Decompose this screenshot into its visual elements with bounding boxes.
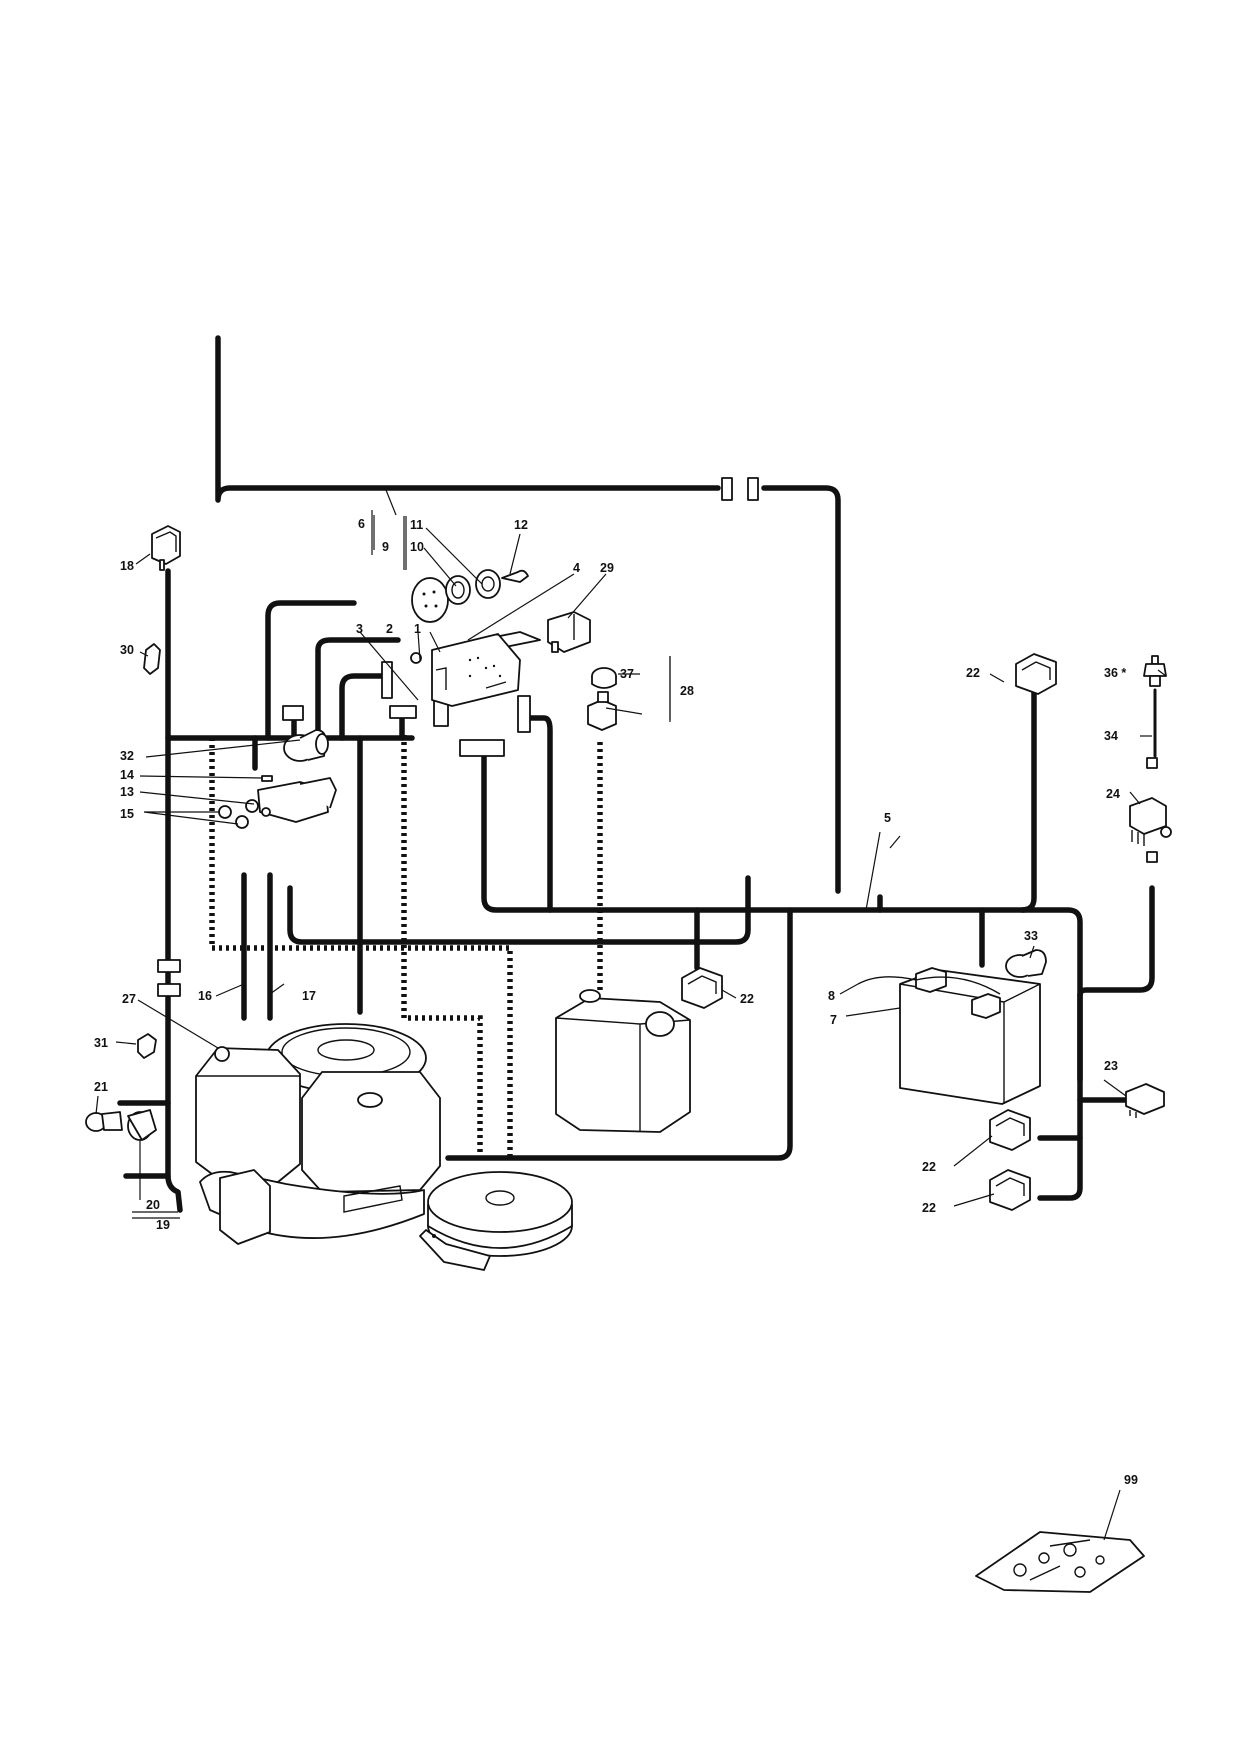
callout-22d: 22 bbox=[922, 1201, 936, 1215]
plug-cap-32 bbox=[283, 729, 329, 762]
callout-29: 29 bbox=[600, 561, 614, 575]
engine bbox=[195, 1023, 441, 1245]
clip-31 bbox=[137, 1033, 157, 1059]
nuts-15 bbox=[218, 805, 249, 829]
callout-24: 24 bbox=[1106, 787, 1120, 801]
switch-22-lower-2 bbox=[989, 1169, 1031, 1211]
wire-harness bbox=[117, 335, 1155, 1213]
nut-27 bbox=[214, 1046, 230, 1062]
leader-lines bbox=[95, 489, 1167, 1541]
lamp-21 bbox=[85, 1109, 157, 1141]
callout-labels: 1 2 3 4 5 6 7 8 9 10 11 12 13 14 15 16 1… bbox=[94, 517, 1138, 1487]
callout-2: 2 bbox=[386, 622, 393, 636]
callout-18: 18 bbox=[120, 559, 134, 573]
callout-1: 1 bbox=[414, 622, 421, 636]
callout-10: 10 bbox=[410, 540, 424, 554]
plug-cap-33 bbox=[1005, 949, 1047, 978]
callout-12: 12 bbox=[514, 518, 528, 532]
callout-28: 28 bbox=[680, 684, 694, 698]
callout-6: 6 bbox=[358, 517, 365, 531]
callout-99: 99 bbox=[1124, 1473, 1138, 1487]
fuel-tank bbox=[555, 989, 691, 1133]
callout-31: 31 bbox=[94, 1036, 108, 1050]
callout-11: 11 bbox=[410, 518, 423, 532]
callout-3: 3 bbox=[356, 622, 363, 636]
callout-33: 33 bbox=[1024, 929, 1038, 943]
callout-19: 19 bbox=[156, 1218, 170, 1232]
callout-21: 21 bbox=[94, 1080, 108, 1094]
callout-4: 4 bbox=[573, 561, 580, 575]
callout-brackets bbox=[132, 515, 671, 1219]
callout-17: 17 bbox=[302, 989, 316, 1003]
callout-9: 9 bbox=[382, 540, 389, 554]
push-switch-28 bbox=[587, 667, 617, 731]
module-23 bbox=[1125, 1083, 1165, 1118]
relay-29 bbox=[547, 611, 591, 653]
switch-22-mid bbox=[681, 967, 723, 1009]
callout-22a: 22 bbox=[966, 666, 980, 680]
solenoid-13 bbox=[245, 775, 337, 823]
rectifier-24 bbox=[1129, 797, 1172, 846]
switch-22-lower-1 bbox=[989, 1109, 1031, 1151]
switch-22-top bbox=[1015, 653, 1057, 695]
callout-20: 20 bbox=[146, 1198, 160, 1212]
dashed-wires bbox=[209, 735, 603, 1160]
callout-37: 37 bbox=[620, 667, 634, 681]
callout-22b: 22 bbox=[740, 992, 754, 1006]
rocker-switch-18 bbox=[151, 525, 181, 571]
callout-8: 8 bbox=[828, 989, 835, 1003]
callout-14: 14 bbox=[120, 768, 134, 782]
callout-13: 13 bbox=[120, 785, 134, 799]
callout-27: 27 bbox=[122, 992, 136, 1006]
callout-5: 5 bbox=[884, 811, 891, 825]
circuit-board-1 bbox=[431, 631, 541, 707]
callout-22c: 22 bbox=[922, 1160, 936, 1174]
ignition-key-switch bbox=[411, 569, 529, 623]
callout-23: 23 bbox=[1104, 1059, 1118, 1073]
sensor-36 bbox=[1143, 655, 1167, 758]
screw-2 bbox=[410, 652, 422, 664]
callout-34: 34 bbox=[1104, 729, 1118, 743]
hardware-bag-99 bbox=[975, 1531, 1145, 1593]
pto-clutch bbox=[419, 1171, 573, 1271]
callout-7: 7 bbox=[830, 1013, 837, 1027]
battery-7 bbox=[857, 967, 1041, 1105]
callout-30: 30 bbox=[120, 643, 134, 657]
callout-16: 16 bbox=[198, 989, 212, 1003]
callout-15: 15 bbox=[120, 807, 134, 821]
callout-32: 32 bbox=[120, 749, 134, 763]
callout-36: 36 * bbox=[1104, 666, 1126, 680]
clip-30 bbox=[143, 643, 161, 675]
